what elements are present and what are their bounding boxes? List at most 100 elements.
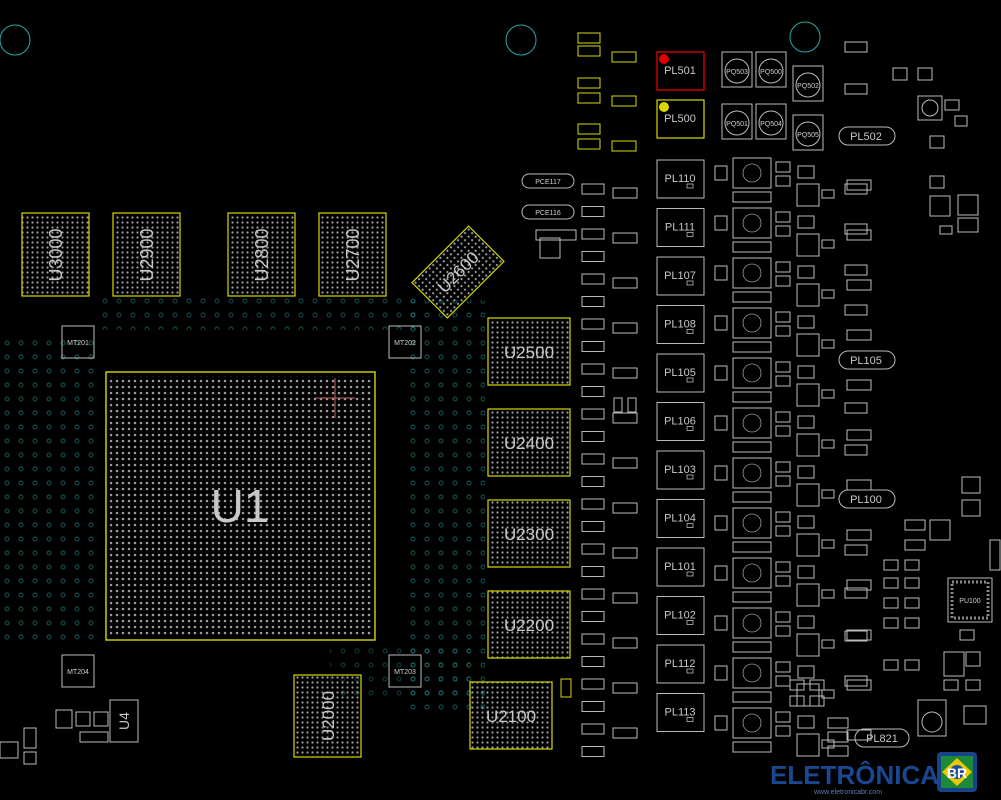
mosfet-pq503[interactable]: PQ503 — [721, 51, 753, 88]
power-stage[interactable] — [714, 407, 872, 457]
pad — [827, 745, 849, 757]
chip-u2400[interactable]: U2400 — [487, 408, 571, 477]
power-stage[interactable] — [714, 157, 872, 207]
chip-u4[interactable]: U4 — [109, 699, 139, 743]
memory-chip-u2700[interactable]: U2700 — [318, 212, 387, 297]
mosfet-pq504[interactable]: PQ504 — [755, 103, 787, 140]
pad — [581, 363, 605, 375]
power-stage[interactable] — [714, 307, 872, 357]
inductor-pl100-right[interactable]: PL100 — [838, 489, 896, 509]
inductor-pl105-right[interactable]: PL105 — [838, 350, 896, 370]
mounting-hole-mt204[interactable]: MT204 — [61, 654, 95, 688]
memory-chip-u3000[interactable]: U3000 — [21, 212, 90, 297]
power-stage[interactable] — [714, 707, 872, 757]
power-stages — [714, 157, 872, 757]
inductor-column: PL110PL111PL107PL108PL105PL106PL103PL104… — [656, 159, 705, 732]
mosfet-pq500[interactable]: PQ500 — [755, 51, 787, 88]
cap-pce117[interactable]: PCE117 — [521, 173, 575, 189]
inductor-pl502[interactable]: PL502 — [838, 126, 896, 146]
pad — [612, 232, 638, 244]
inductor-pl821[interactable]: PL821 — [854, 728, 910, 748]
inductor-pl112[interactable]: PL112 — [656, 644, 705, 684]
memory-chip-u2900[interactable]: U2900 — [112, 212, 181, 297]
mounting-hole-mt203[interactable]: MT203 — [388, 654, 422, 688]
pad — [827, 731, 849, 743]
pad — [581, 543, 605, 555]
power-stage[interactable] — [714, 607, 872, 657]
chip-u2300[interactable]: U2300 — [487, 499, 571, 568]
inductor-pl110[interactable]: PL110 — [656, 159, 705, 199]
chip-u2100[interactable]: U2100 — [469, 681, 553, 750]
pad — [965, 679, 981, 691]
pad — [963, 705, 987, 725]
pad — [957, 217, 979, 233]
pad — [883, 597, 899, 609]
power-stage[interactable] — [714, 357, 872, 407]
inductor-pl113[interactable]: PL113 — [656, 693, 705, 732]
inductor-pl105[interactable]: PL105 — [656, 353, 705, 393]
board-holes — [0, 21, 821, 56]
power-stage[interactable] — [714, 657, 872, 707]
watermark-url: www.eletronicabr.com — [813, 789, 882, 796]
inductor-pl111[interactable]: PL111 — [656, 208, 705, 247]
pad — [581, 228, 605, 240]
part-label: PU100 — [959, 598, 981, 605]
mt-label: MT204 — [67, 669, 89, 676]
part-label: PL100 — [850, 494, 882, 506]
memory-chip-u2800[interactable]: U2800 — [227, 212, 296, 297]
power-stage[interactable] — [714, 507, 872, 557]
chip-label: U3000 — [46, 228, 66, 281]
pad — [581, 498, 605, 510]
watermark-brand: ELETRÔNICA — [770, 760, 939, 790]
power-stage[interactable] — [714, 557, 872, 607]
pad — [961, 476, 981, 494]
mounting-hole-mt202[interactable]: MT202 — [388, 325, 422, 359]
pad — [883, 559, 899, 571]
pad — [929, 519, 951, 541]
mosfet-label: PQ500 — [760, 69, 782, 76]
pad — [892, 67, 908, 81]
chip-u2200[interactable]: U2200 — [487, 590, 571, 659]
pad — [789, 679, 805, 691]
pad — [581, 206, 605, 217]
inductor-pl103[interactable]: PL103 — [656, 450, 705, 490]
mosfet-pq505[interactable]: PQ505 — [792, 114, 824, 151]
chip-label: U2500 — [504, 343, 554, 362]
inductor-pl108[interactable]: PL108 — [656, 305, 705, 344]
pad — [917, 95, 943, 121]
inductor-label: PL107 — [664, 270, 696, 282]
mosfet-pq502[interactable]: PQ502 — [792, 65, 824, 102]
pad — [929, 195, 951, 217]
power-stage[interactable] — [714, 257, 872, 307]
chip-u2000[interactable]: U2000 — [293, 674, 362, 758]
pad — [581, 678, 605, 690]
pad — [612, 682, 638, 694]
inductor-pl104[interactable]: PL104 — [656, 499, 705, 538]
inductor-pl106[interactable]: PL106 — [656, 402, 705, 441]
inductor-pl500[interactable]: PL500 — [656, 99, 705, 139]
pad — [939, 225, 953, 235]
pad — [581, 588, 605, 600]
pad — [844, 83, 868, 95]
pad — [904, 519, 926, 531]
inductor-pl107[interactable]: PL107 — [656, 256, 705, 296]
main-chip-u1[interactable]: U1 — [105, 371, 376, 641]
inductor-pl102[interactable]: PL102 — [656, 596, 705, 635]
inductor-label: PL103 — [664, 464, 696, 476]
cap-pce116[interactable]: PCE116 — [521, 204, 575, 220]
inductor-pl101[interactable]: PL101 — [656, 547, 705, 587]
power-stage[interactable] — [714, 207, 872, 257]
chip-label: U4 — [116, 712, 132, 730]
mounting-hole-mt201[interactable]: MT201 — [61, 325, 95, 359]
power-stage[interactable] — [714, 457, 872, 507]
chip-u2500[interactable]: U2500 — [487, 317, 571, 386]
pad — [581, 453, 605, 465]
inductor-label: PL111 — [665, 222, 695, 234]
pad — [844, 630, 868, 642]
chip-label: U2700 — [343, 228, 363, 281]
pad — [904, 597, 920, 609]
inductor-pl501[interactable]: PL501 — [656, 51, 705, 91]
ic-pu100[interactable]: PU100 — [947, 577, 993, 623]
mosfet-pq501[interactable]: PQ501 — [721, 103, 753, 140]
chip-u2600[interactable]: U2600 — [411, 225, 505, 319]
